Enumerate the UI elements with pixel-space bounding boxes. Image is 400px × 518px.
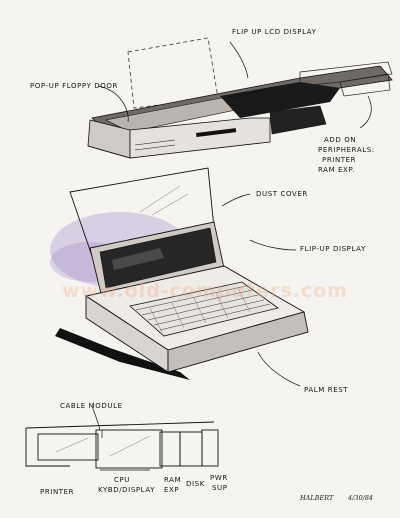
sketch-date: 4/30/84	[348, 494, 374, 502]
cable-module-line	[25, 421, 215, 429]
label-printer: PRINTER	[40, 488, 75, 496]
label-flip-up-lcd: FLIP UP LCD DISPLAY	[232, 28, 317, 36]
designer-signature: HALBERT	[300, 494, 334, 502]
label-add-on-3: PRINTER	[322, 156, 357, 164]
label-disk: DISK	[186, 480, 205, 488]
label-pwr: PWR	[210, 474, 228, 482]
label-sup: SUP	[212, 484, 228, 492]
label-cpu: CPU	[114, 476, 131, 484]
power-module	[201, 429, 219, 467]
printer-module	[37, 433, 99, 461]
label-exp: EXP	[164, 486, 180, 494]
ram-module	[159, 431, 181, 467]
keyboard-sketch	[129, 281, 279, 337]
label-kybd-display: KYBD/DISPLAY	[98, 486, 156, 494]
cpu-module	[95, 429, 163, 469]
label-pop-up-floppy: POP-UP FLOPPY DOOR	[30, 82, 118, 90]
watermark: www.old-computers.com	[62, 280, 348, 302]
closed-unit-sketch	[87, 37, 393, 159]
label-flip-up-display: FLIP-UP DISPLAY	[300, 245, 366, 253]
label-add-on-4: RAM EXP.	[318, 166, 356, 174]
label-palm-rest: PALM REST	[304, 386, 349, 394]
label-add-on-2: PERIPHERALS:	[318, 146, 375, 154]
label-dust-cover: DUST COVER	[256, 190, 308, 198]
module-diagram	[25, 405, 219, 471]
label-ram: RAM	[164, 476, 182, 484]
label-cable-module: CABLE MODULE	[60, 402, 123, 410]
label-add-on-1: ADD ON	[324, 136, 357, 144]
open-unit-sketch	[50, 167, 309, 387]
disk-module	[179, 431, 203, 467]
